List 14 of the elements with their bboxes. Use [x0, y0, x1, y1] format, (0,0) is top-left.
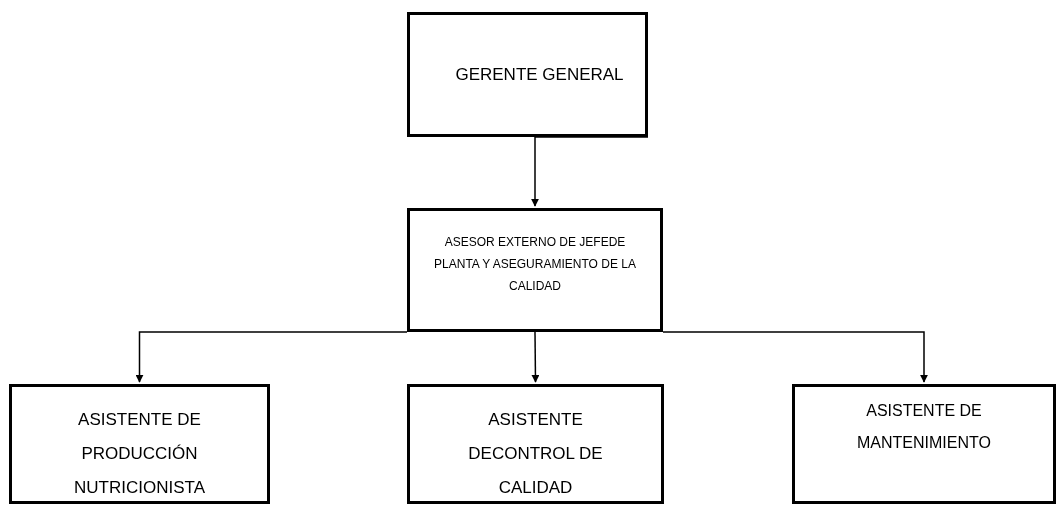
org-box	[407, 384, 664, 504]
role-title: ASISTENTE DE PRODUCCIÓN NUTRICIONISTA	[73, 409, 206, 499]
role-title: ASESOR EXTERNO DE JEFEDE PLANTA Y ASEGURAMIENTO DE LA CALIDAD	[433, 234, 637, 295]
org-box	[407, 12, 648, 137]
arrow	[135, 331, 408, 383]
org-box	[407, 208, 663, 332]
arrow	[662, 331, 928, 383]
role-title: ASISTENTE DE MANTENIMIENTO	[856, 401, 992, 453]
role-title: ASISTENTE DECONTROL DE CALIDAD	[467, 409, 604, 499]
arrow	[531, 136, 649, 207]
arrow	[531, 331, 540, 383]
role-title: GERENTE GENERAL	[455, 63, 624, 86]
org-box	[792, 384, 1056, 504]
org-box	[9, 384, 270, 504]
